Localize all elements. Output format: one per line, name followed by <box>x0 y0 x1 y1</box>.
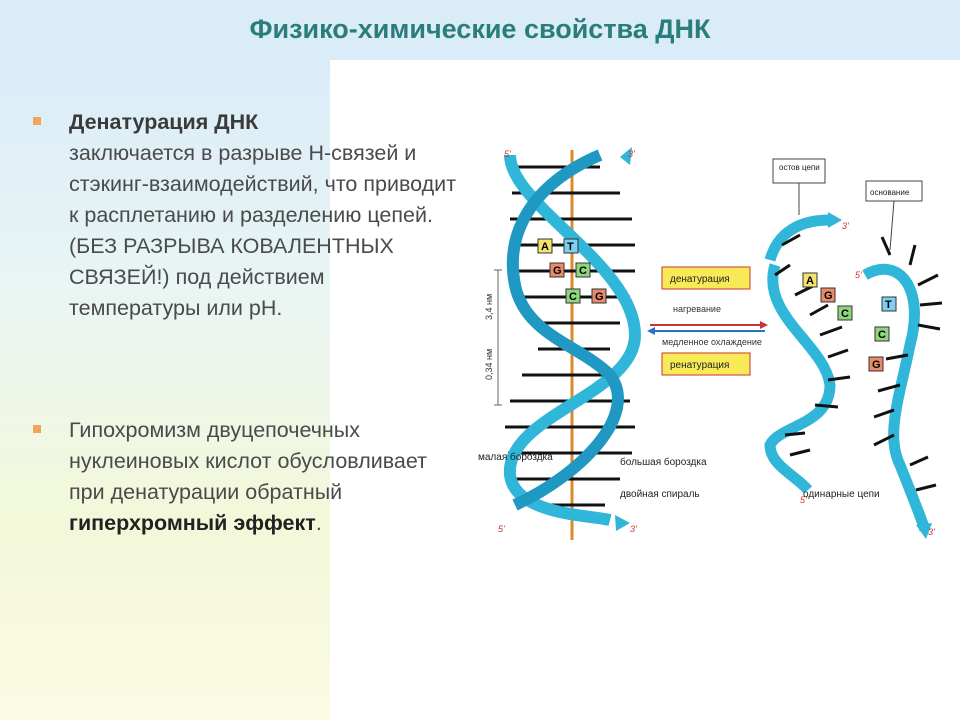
single-chains-label: одинарные цепи <box>803 489 880 500</box>
strand-2-bases <box>873 236 943 492</box>
arrow-icon <box>615 515 630 531</box>
svg-text:T: T <box>885 299 892 311</box>
strand-end-label: 3' <box>928 527 935 537</box>
background-wash <box>0 60 330 720</box>
denaturation-label: денатурация <box>670 274 730 285</box>
single-strand-2 <box>862 263 931 532</box>
svg-text:C: C <box>878 329 886 341</box>
bullet-tail: . <box>315 511 322 535</box>
arrow-icon <box>647 327 655 335</box>
renaturation-box <box>661 352 751 376</box>
svg-text:A: A <box>541 241 549 253</box>
svg-text:A: A <box>806 275 814 287</box>
svg-text:G: G <box>553 265 562 277</box>
denaturation-box <box>661 266 751 290</box>
svg-text:T: T <box>567 241 574 253</box>
bullet-text: Гипохромизм двуцепочечных нуклеиновых ки… <box>69 418 427 504</box>
dimension-brackets <box>494 269 502 406</box>
strand-2-base-letters: T C G <box>868 296 897 372</box>
slow-cooling-label: медленное охлаждение <box>662 337 762 347</box>
helix-bases: A T G C C G <box>537 238 607 304</box>
bullet-denaturation: Денатурация ДНК заключается в разрыве Н-… <box>69 107 459 324</box>
svg-text:C: C <box>579 265 587 277</box>
single-strand-1 <box>764 263 836 494</box>
slide-title: Физико-химические свойства ДНК <box>249 14 711 44</box>
bullet-emphasis: гиперхромный эффект <box>69 511 316 535</box>
backbone-callout <box>772 158 826 184</box>
double-helix-label: двойная спираль <box>620 489 700 500</box>
helix-strand-1 <box>503 154 642 526</box>
pitch-label: 3,4 нм <box>484 294 494 320</box>
arrow-icon <box>620 147 632 165</box>
title-bar <box>0 0 960 60</box>
bullet-marker <box>33 117 41 125</box>
helix-end-label: 5' <box>504 149 511 159</box>
svg-text:G: G <box>824 290 833 302</box>
bullet-heading: Денатурация ДНК <box>69 110 259 134</box>
bullet-marker <box>33 425 41 433</box>
strand-1-base-letters: A G C <box>802 272 853 321</box>
arrow-icon <box>828 212 842 228</box>
backbone-label: остов цепи <box>779 163 820 172</box>
strand-end-label: 5' <box>855 270 862 280</box>
helix-end-label: 5' <box>498 524 505 534</box>
helix-end-label: 3' <box>630 524 637 534</box>
dna-denaturation-figure: A T G C C G 5' 3' 5' 3' 3,4 нм 0,34 нм м… <box>478 147 943 540</box>
arrow-icon <box>916 523 932 539</box>
strand-end-label: 3' <box>842 221 849 231</box>
helix-strand-2 <box>506 149 624 511</box>
minor-groove-label: малая бороздка <box>478 451 553 463</box>
svg-text:G: G <box>872 359 881 371</box>
strand-end-label: 5' <box>800 495 807 505</box>
rise-label: 0,34 нм <box>484 349 494 380</box>
single-strand-1-top <box>764 214 831 262</box>
helix-end-label: 3' <box>628 149 635 159</box>
bullet-hypochromism: Гипохромизм двуцепочечных нуклеиновых ки… <box>69 415 449 539</box>
heating-label: нагревание <box>673 304 721 314</box>
base-label: основание <box>870 188 910 197</box>
svg-text:G: G <box>595 291 604 303</box>
renaturation-label: ренатурация <box>670 360 729 371</box>
arrow-icon <box>760 321 768 329</box>
svg-text:C: C <box>569 291 577 303</box>
bullet-text: заключается в разрыве Н-связей и стэкинг… <box>69 141 457 320</box>
major-groove-label: большая бороздка <box>620 456 707 468</box>
svg-text:C: C <box>841 308 849 320</box>
callout-line <box>889 200 895 251</box>
